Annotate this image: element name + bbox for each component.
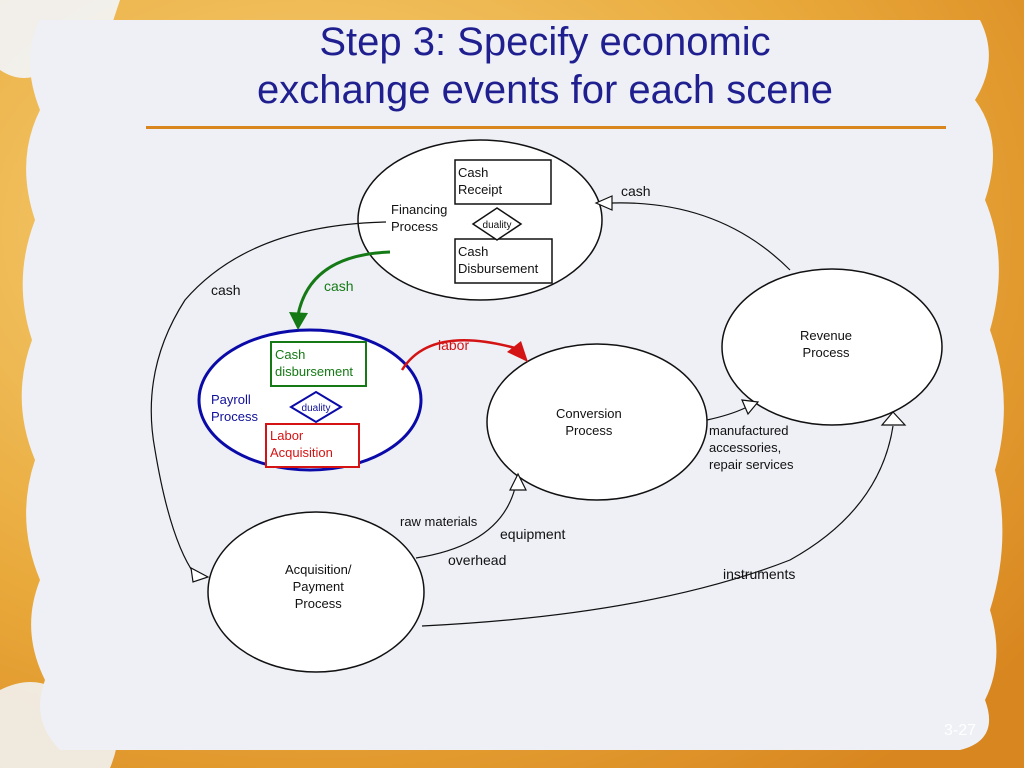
financing-process-label: Financing Process <box>391 202 448 234</box>
flow-label-equipment: equipment <box>500 526 566 542</box>
flow-instruments <box>421 425 894 627</box>
flow-labor <box>400 338 516 371</box>
financing-duality-diamond <box>471 207 523 241</box>
revenue-process-ellipse <box>721 268 943 426</box>
payroll-duality-label: duality <box>302 403 331 414</box>
flow-label-raw-materials: raw materials <box>400 514 478 529</box>
cash-disbursement-label: Cash Disbursement <box>458 244 539 276</box>
flow-label-cash-revenue: cash <box>621 183 651 199</box>
payroll-duality-diamond <box>289 390 343 424</box>
acquisition-process-ellipse <box>207 511 425 673</box>
cash-receipt-label: Cash Receipt <box>458 165 503 197</box>
payroll-cash-disbursement-label: Cash disbursement <box>275 347 354 379</box>
page-number: 3-27 <box>944 722 977 739</box>
slide-title: Step 3: Specify economic exchange events… <box>150 18 940 114</box>
flow-financing-to-acquisition <box>150 221 387 576</box>
flow-acquisition-to-conversion <box>415 487 516 559</box>
cash-disbursement-box <box>454 238 553 284</box>
arrowhead-cash-to-acquisition <box>190 566 210 583</box>
payroll-process-label: Payroll Process <box>211 392 258 424</box>
flow-label-overhead: overhead <box>448 552 507 568</box>
arrowhead-labor <box>507 341 528 362</box>
flow-label-manufactured: manufactured accessories, repair service… <box>709 423 794 472</box>
title-underline <box>146 126 946 129</box>
payroll-cash-disbursement-box <box>270 341 367 387</box>
flow-label-labor: labor <box>438 337 470 353</box>
labor-acquisition-box <box>265 423 360 468</box>
cash-receipt-box <box>454 159 552 205</box>
financing-duality-label: duality <box>483 220 512 231</box>
title-line-1: Step 3: Specify economic <box>319 20 771 64</box>
arrowhead-green-cash <box>289 312 308 330</box>
acquisition-process-label: Acquisition/ Payment Process <box>285 562 352 611</box>
arrowhead-raw-materials <box>509 472 527 491</box>
revenue-process-label: Revenue Process <box>800 328 853 360</box>
flow-label-cash-left: cash <box>211 282 241 298</box>
labor-acquisition-label: Labor Acquisition <box>270 428 333 460</box>
flow-label-cash-green: cash <box>324 278 354 294</box>
arrowhead-cash-to-financing <box>594 195 613 211</box>
flow-label-instruments: instruments <box>723 566 796 582</box>
conversion-process-label: Conversion Process <box>556 406 622 438</box>
arrowhead-instruments <box>880 411 907 426</box>
conversion-process-ellipse <box>486 343 708 501</box>
flow-financing-to-payroll <box>296 250 391 316</box>
flow-conversion-to-revenue <box>706 407 746 421</box>
flow-revenue-to-financing <box>611 202 791 271</box>
arrowhead-manufactured <box>741 399 760 416</box>
title-line-2: exchange events for each scene <box>257 68 833 112</box>
